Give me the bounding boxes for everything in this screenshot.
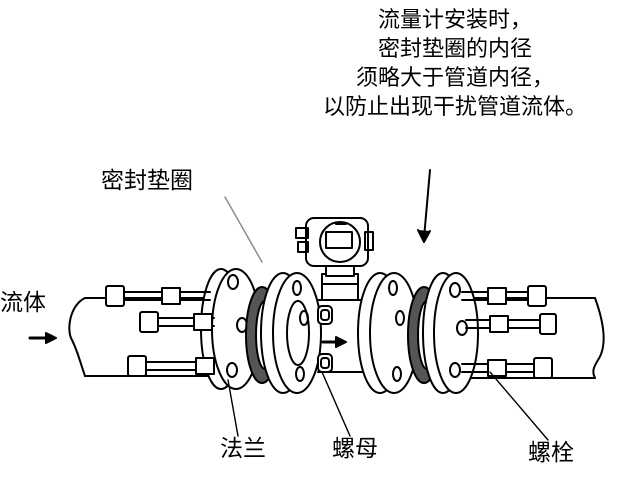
label-flange: 法兰 xyxy=(220,436,266,462)
note-line-4: 以防止出现干扰管道流体。 xyxy=(322,95,587,120)
label-bolt: 螺栓 xyxy=(528,440,574,466)
transmitter-head xyxy=(295,217,374,267)
leader-lines xyxy=(224,196,549,441)
flow-arrows xyxy=(28,332,347,348)
note-line-3: 须略大于管道内径， xyxy=(355,66,554,91)
label-gasket: 密封垫圈 xyxy=(101,168,193,194)
right-bolts xyxy=(461,285,557,379)
label-fluid: 流体 xyxy=(0,290,46,316)
right-pipe xyxy=(454,297,605,379)
label-nut: 螺母 xyxy=(332,436,378,462)
note-pointer-arrow xyxy=(417,169,431,243)
left-bolts xyxy=(105,285,215,377)
note-line-2: 密封垫圈的内径 xyxy=(377,37,532,62)
note-line-1: 流量计安装时， xyxy=(377,8,532,33)
installation-note: 流量计安装时， 密封垫圈的内径 须略大于管道内径， 以防止出现干扰管道流体。 xyxy=(280,6,630,122)
meter-left-flange xyxy=(260,272,322,394)
